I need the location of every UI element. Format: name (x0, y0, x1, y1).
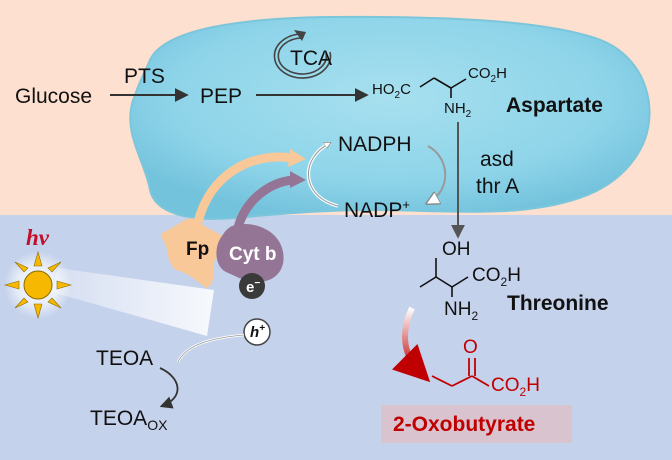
threonine-structure (419, 258, 469, 297)
label-teoa: TEOA (96, 347, 154, 370)
oxobutyrate-structure (431, 358, 490, 387)
cytb-protein-shape (216, 224, 284, 282)
arrow-fp-to-nadph (193, 152, 293, 224)
arrow-threonine-to-oxobutyrate (392, 306, 431, 383)
threonine-nh2: NH2 (444, 299, 479, 323)
label-nadph: NADPH (338, 133, 412, 156)
label-aspartate: Aspartate (506, 94, 603, 117)
label-fp: Fp (186, 239, 210, 260)
label-nadp: NADP+ (344, 197, 410, 222)
label-pts: PTS (124, 65, 165, 88)
label-2-oxobutyrate: 2-Oxobutyrate (393, 413, 536, 436)
label-asd: asd (480, 148, 514, 171)
light-beam (52, 268, 214, 336)
aspartate-nh2: NH2 (444, 100, 472, 120)
label-electron: e− (246, 278, 261, 296)
threonine-co2h: CO2H (472, 265, 521, 289)
fp-protein-shape (161, 218, 225, 288)
oxobutyrate-co2h: CO2H (491, 375, 540, 399)
aspartate-structure (419, 77, 467, 98)
arrow-cytb-to-nadph (233, 175, 294, 230)
bacterial-cell (129, 15, 651, 220)
label-thra: thr A (476, 175, 520, 198)
hole-circle (243, 318, 271, 346)
label-tca: TCA (290, 47, 332, 70)
product-label-box (381, 405, 572, 443)
label-cytb: Cyt b (229, 244, 277, 265)
threonine-oh: OH (442, 239, 471, 260)
sun-icon (3, 250, 73, 320)
label-pep: PEP (200, 85, 243, 108)
arrow-teoa-to-teoaox (159, 367, 179, 409)
label-teoa-ox: TEOAOX (90, 407, 168, 434)
aspartate-co2h: CO2H (468, 65, 507, 85)
aspartate-ho2c: HO2C (372, 81, 411, 101)
electron-circle (239, 273, 265, 299)
arrow-nadph-to-nadp (428, 145, 447, 203)
oxobutyrate-o: O (463, 337, 478, 358)
label-glucose: Glucose (15, 85, 93, 108)
label-hv: hv (26, 225, 49, 250)
label-hole: h+ (250, 323, 266, 341)
tca-cycle-icon (273, 30, 332, 79)
label-threonine: Threonine (507, 292, 609, 315)
